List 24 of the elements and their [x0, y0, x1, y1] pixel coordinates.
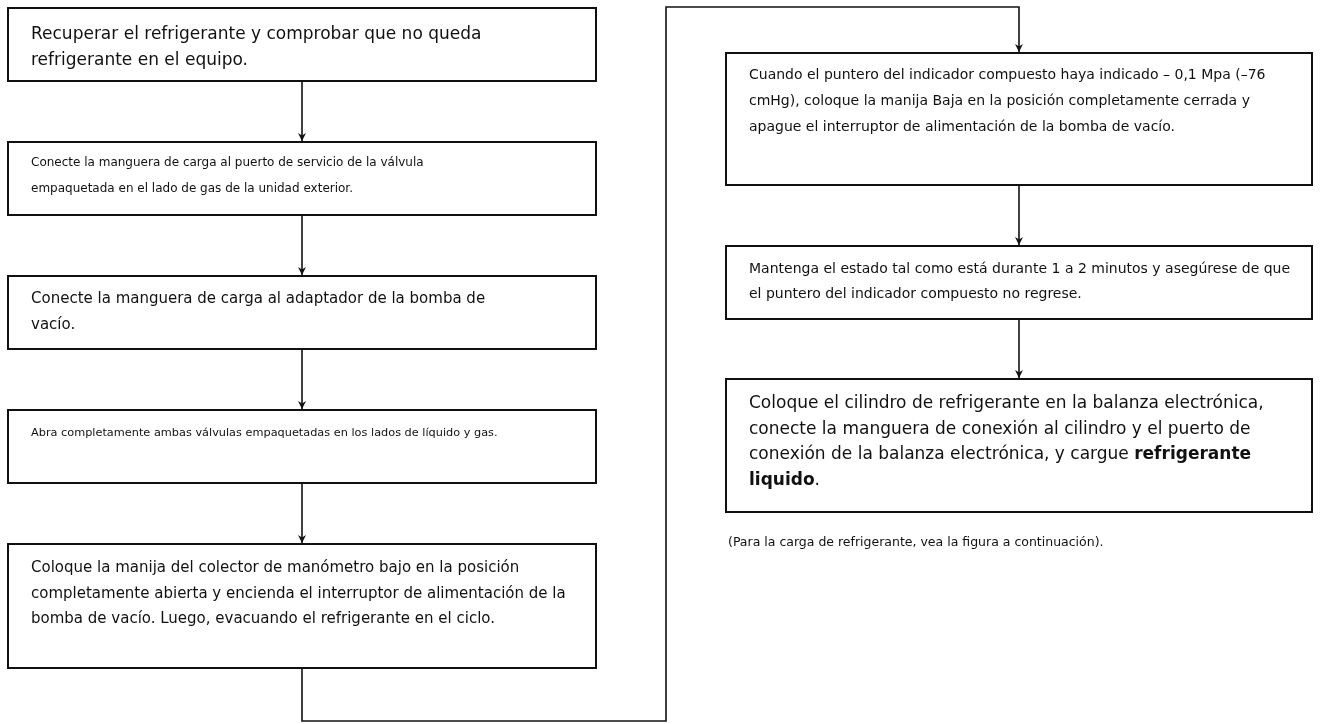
- arrow: [301, 6, 1023, 722]
- arrow: [298, 81, 306, 142]
- step-text: Recuperar el refrigerante y comprobar que no queda refrigerante en el equipo.: [31, 22, 483, 71]
- step-text: Mantenga el estado tal como está durante 1 a 2 minutos y asegúrese de que el puntero del indicador compuesto no regrese.: [749, 259, 1292, 304]
- process-box: [7, 409, 597, 484]
- process-box: [7, 7, 597, 82]
- step-text: Conecte la manguera de carga al puerto de servicio de la válvula empaquetada en el lado de gas de la unidad exterior.: [31, 154, 425, 198]
- step-text: Cuando el puntero del indicador compuesto haya indicado – 0,1 Mpa (–76 cmHg), coloque la manija Baja en la posición completamente cerrada y apague el interruptor de alimentación de la bomba de vacío.: [749, 65, 1267, 136]
- arrow: [1015, 185, 1023, 246]
- process-box: [725, 52, 1313, 186]
- arrow: [298, 483, 306, 544]
- process-box: [725, 378, 1313, 513]
- arrow: [298, 215, 306, 276]
- step-text: Coloque la manija del colector de manómetro bajo en la posición completamente abierta y encienda el interruptor de alimentación de la bomba de vacío. Luego, evacuando el refrigerante en el ciclo.: [31, 557, 567, 629]
- note-text: (Para la carga de refrigerante, vea la figura a continuación).: [728, 534, 1104, 549]
- process-box: [7, 543, 597, 669]
- arrow: [298, 349, 306, 410]
- step-text: Abra completamente ambas válvulas empaquetadas en los lados de líquido y gas.: [31, 425, 499, 441]
- process-box: [7, 275, 597, 350]
- step-text: Conecte la manguera de carga al adaptador de la bomba de vacío.: [31, 288, 487, 336]
- process-box: [7, 141, 597, 216]
- step-text: Coloque el cilindro de refrigerante en la balanza electrónica, conecte la manguera de conexión al cilindro y el puerto de conexión de la balanza electrónica, y cargue refrigerante liquido.: [749, 391, 1265, 491]
- process-box: [725, 245, 1313, 320]
- arrow: [1015, 319, 1023, 379]
